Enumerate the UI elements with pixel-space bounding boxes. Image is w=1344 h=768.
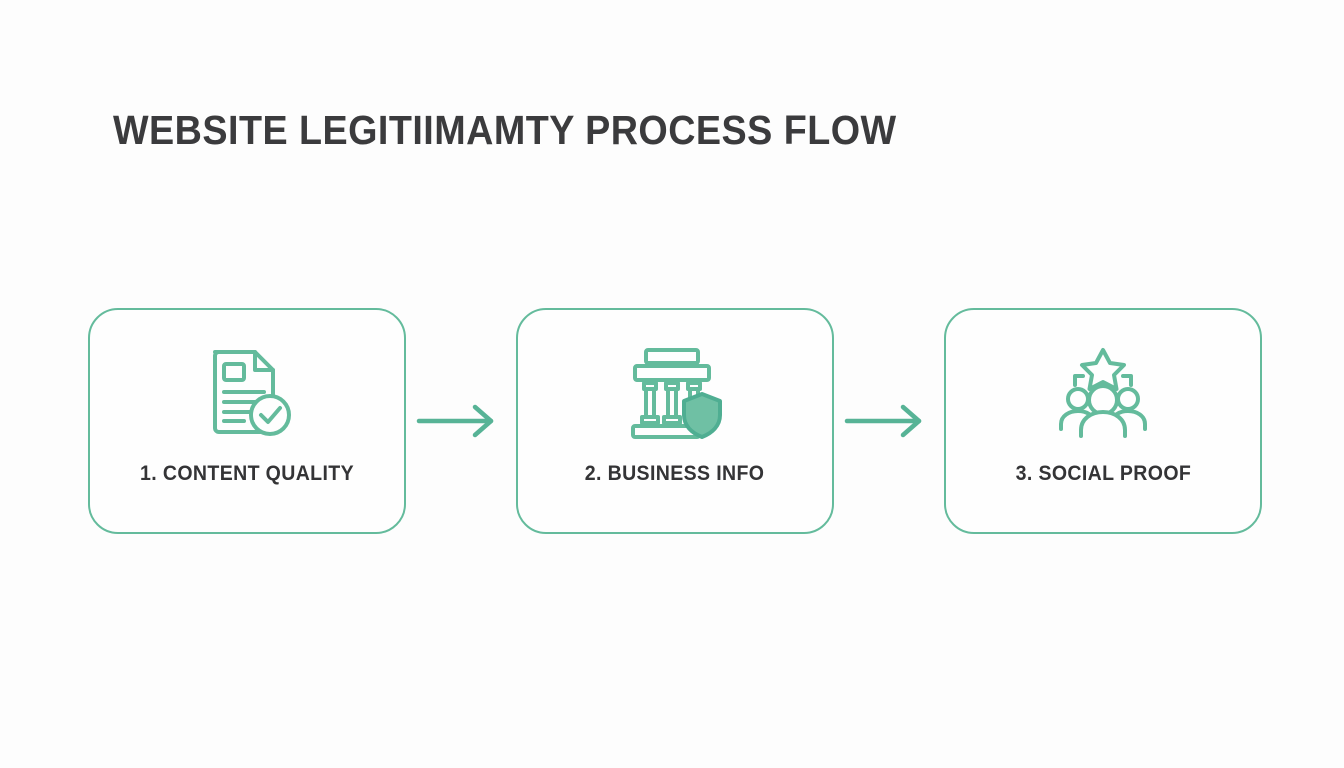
flow-step-card-content-quality[interactable]: 1. CONTENT QUALITY: [88, 308, 406, 534]
process-flow-diagram: 1. CONTENT QUALITY: [88, 308, 1262, 534]
flow-step-label: 2. BUSINESS INFO: [585, 462, 765, 485]
flow-step-label: 3. SOCIAL PROOF: [1015, 462, 1191, 485]
arrow-right-icon: [416, 404, 494, 438]
document-check-icon: [213, 350, 291, 436]
arrow-right-icon: [844, 404, 922, 438]
bank-shield-icon: [631, 348, 722, 439]
flow-step-card-social-proof[interactable]: 3. SOCIAL PROOF: [944, 308, 1262, 534]
people-star-icon: [1059, 348, 1147, 438]
flow-step-label: 1. CONTENT QUALITY: [140, 462, 354, 485]
page-title: WEBSITE LEGITIIMAMTY PROCESS FLOW: [113, 107, 897, 153]
flow-step-card-business-info[interactable]: 2. BUSINESS INFO: [516, 308, 834, 534]
